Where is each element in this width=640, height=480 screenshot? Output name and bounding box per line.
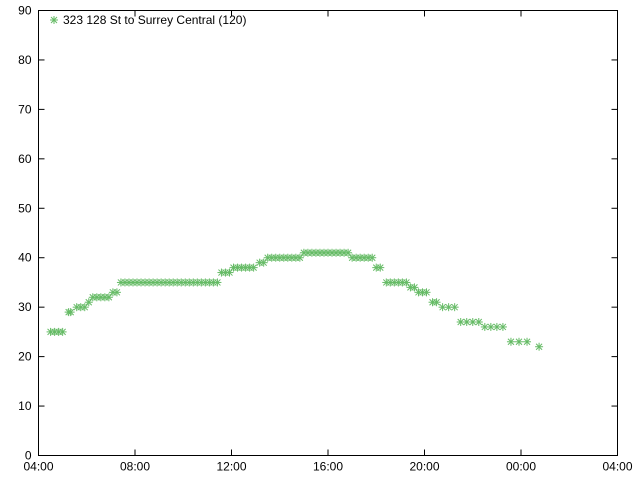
x-tick-label: 20:00 — [409, 460, 439, 474]
x-tick-label: 04:00 — [602, 460, 632, 474]
x-tick-label: 04:00 — [23, 460, 53, 474]
data-point — [432, 298, 441, 307]
data-point — [295, 253, 304, 262]
y-tick-label: 50 — [18, 201, 32, 215]
data-point — [66, 308, 75, 317]
y-axis: 0 10 20 30 40 50 60 70 80 90 — [18, 4, 618, 463]
legend-label: 323 128 St to Surrey Central (120) — [63, 13, 246, 27]
data-point — [259, 258, 268, 267]
y-tick-label: 70 — [18, 102, 32, 116]
y-tick-label: 80 — [18, 53, 32, 67]
data-point — [249, 263, 258, 272]
data-point — [410, 283, 419, 292]
x-tick-label: 16:00 — [313, 460, 343, 474]
data-point — [402, 278, 411, 287]
x-tick-label: 00:00 — [506, 460, 536, 474]
y-tick-label: 40 — [18, 251, 32, 265]
plot-frame — [38, 10, 618, 456]
y-tick-label: 90 — [18, 4, 32, 18]
data-points — [46, 248, 544, 351]
y-tick-label: 30 — [18, 300, 32, 314]
data-point — [112, 288, 121, 297]
data-point — [213, 278, 222, 287]
data-point — [492, 322, 501, 331]
legend-marker-icon — [50, 16, 58, 24]
data-point — [474, 318, 483, 326]
legend: 323 128 St to Surrey Central (120) — [50, 13, 246, 27]
data-point — [450, 303, 459, 312]
data-point — [498, 322, 507, 331]
data-point — [104, 293, 113, 302]
x-tick-label: 12:00 — [216, 460, 246, 474]
data-point — [58, 327, 67, 336]
data-point — [422, 288, 431, 297]
data-point — [506, 337, 515, 346]
data-point — [84, 298, 93, 307]
x-tick-label: 08:00 — [120, 460, 150, 474]
data-point — [523, 337, 532, 346]
data-point — [225, 268, 234, 277]
data-point — [535, 342, 544, 351]
y-tick-label: 60 — [18, 152, 32, 166]
data-point — [514, 337, 523, 346]
data-point — [80, 303, 89, 312]
y-tick-label: 10 — [18, 399, 32, 413]
legend-marker — [50, 16, 58, 24]
y-tick-label: 0 — [25, 449, 32, 463]
x-axis: 04:00 08:00 12:00 16:00 20:00 00:00 04:00 — [23, 10, 633, 474]
data-point — [368, 253, 377, 262]
y-tick-label: 20 — [18, 350, 32, 364]
data-point — [344, 248, 353, 257]
data-point — [376, 263, 385, 272]
